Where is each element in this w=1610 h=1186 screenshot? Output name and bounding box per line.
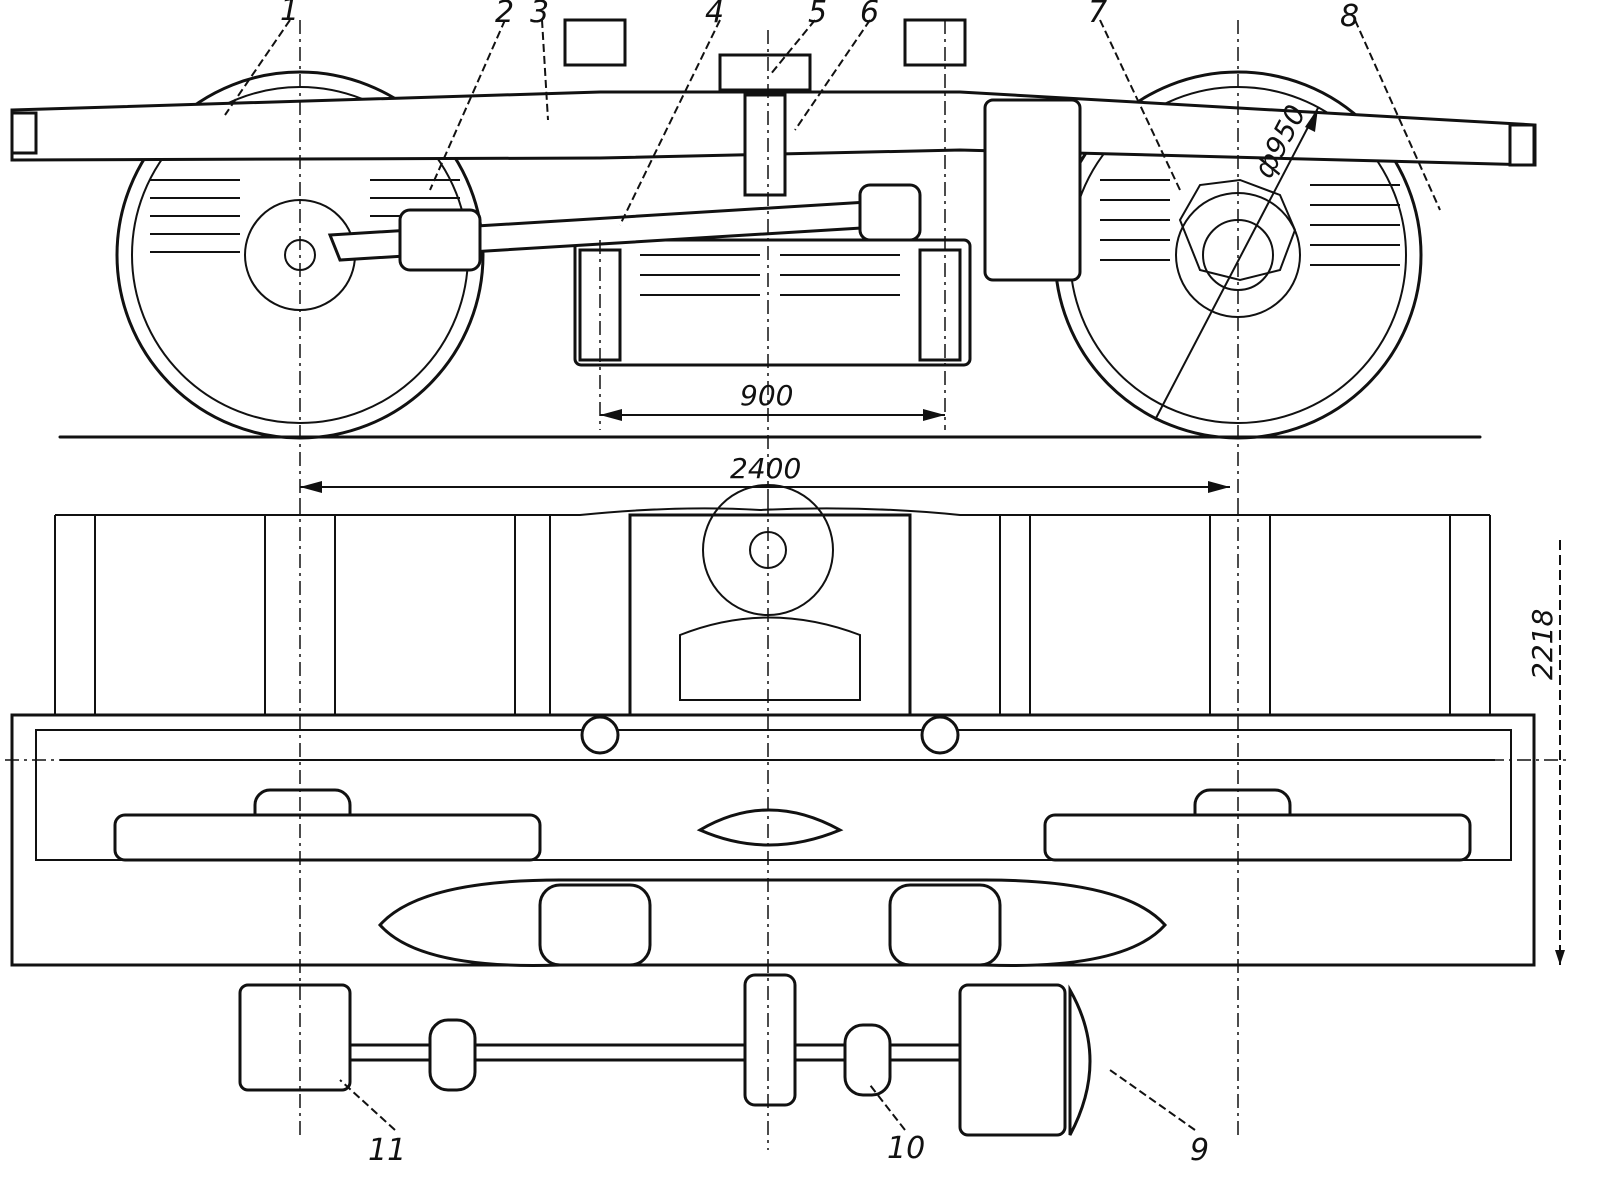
callout-6: 6 xyxy=(860,0,879,30)
callout-2: 2 xyxy=(495,0,514,30)
callouts-top: 1 2 3 4 5 6 7 8 xyxy=(280,0,1359,34)
dimension-2400: 2400 xyxy=(730,452,801,485)
dimension-line-diameter xyxy=(1154,107,1319,421)
callouts-bottom: 9 10 11 xyxy=(368,1131,1209,1168)
generator xyxy=(958,983,1067,1137)
callout-5: 5 xyxy=(808,0,827,30)
callout-9: 9 xyxy=(1190,1133,1209,1168)
pivot-cap xyxy=(718,53,812,92)
side-view: 900 2400 ф950 1 2 3 4 5 6 7 8 xyxy=(10,0,1537,500)
cross-beam xyxy=(377,878,1168,967)
callout-3: 3 xyxy=(530,0,549,30)
plan-view: 2218 9 10 11 xyxy=(5,484,1570,1168)
dimension-2218: 2218 xyxy=(1526,609,1559,680)
callout-4: 4 xyxy=(705,0,724,30)
callout-1: 1 xyxy=(280,0,299,28)
callout-10: 10 xyxy=(887,1131,925,1166)
callout-11: 11 xyxy=(368,1133,406,1168)
axle-box-guide xyxy=(983,98,1082,282)
bolster-spring-set xyxy=(573,238,972,367)
dimension-900: 900 xyxy=(740,379,793,412)
gearbox xyxy=(238,983,352,1092)
callout-7: 7 xyxy=(1088,0,1107,30)
callout-8: 8 xyxy=(1340,0,1359,34)
